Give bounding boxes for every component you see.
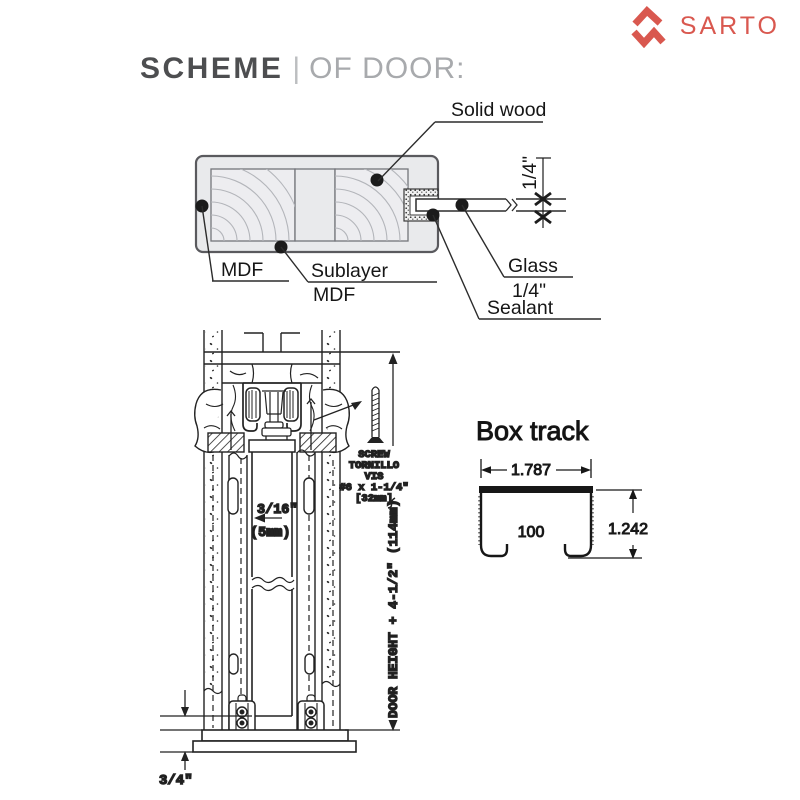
hatch-block-left [207,432,245,453]
hatch-block-right [299,432,337,453]
right-stud-fill [323,331,339,681]
box-track-profile-label: 100 [518,524,545,541]
mdf-core-left [210,168,296,242]
box-track-title: Box track [476,416,589,446]
jamb-slot [227,477,239,515]
callout-leaders [201,121,601,320]
base-plate-bottom [192,740,357,753]
door-break-lines [251,576,295,592]
jamb-slot [228,653,239,675]
box-track-width-label: 1.787 [511,462,551,479]
blocking-screw-left [226,409,236,450]
door-top-rail [248,439,296,453]
screw-label-2: TORNILLO [349,460,399,472]
stud-lines [203,330,341,737]
bottom-dim-label: 3/4" [159,773,193,789]
glass-thickness-dim [534,157,552,228]
door-height-dim [345,353,400,731]
jamb-boards [228,452,316,730]
label-sublayer: Sublayer [311,260,388,282]
jamb-slot [304,653,315,675]
base-plate-top [201,729,349,742]
gap-dim [254,513,282,523]
box-track-profile [478,486,594,558]
title-of-door: OF DOOR: [309,52,466,85]
gap-dim-mm-label: (5mm) [250,526,291,541]
roller-trolley [245,387,299,442]
track-mechanism: 3/4" DOOR HEIGHT + 4-1/2" (114mm) SCREW … [158,330,409,790]
box-track-height-label: 1.242 [608,521,648,538]
screw-label-3: VIS [365,471,384,483]
label-glass: Glass [508,255,558,277]
track-left-wall [242,383,258,432]
gap-dim-label: 3/16" [257,503,298,518]
glass-thickness-label: 1/4" [519,156,541,190]
jamb-slot [303,477,315,515]
door-height-label: DOOR HEIGHT + 4-1/2" (114mm) [386,500,401,718]
blocking-screw-right [306,397,316,450]
box-track-width-dim [480,459,592,478]
floor-guide-right [297,694,325,735]
brand-logo: SARTO [628,4,780,48]
glass-break-symbol [505,198,518,212]
brand-name: SARTO [679,11,780,40]
title-separator: | [292,52,301,85]
screw-label-1: SCREW [358,449,390,461]
box-track-detail: Box track 1.787 100 [476,416,649,559]
label-solid-wood: Solid wood [451,99,546,121]
label-glass-size: 1/4" [512,280,546,302]
sublayer-block [294,168,336,242]
bottom-dim [160,690,252,770]
door-cross-section: 1/4" Solid wood MDF Sublayer MDF Glass 1… [194,99,601,320]
label-mdf: MDF [221,259,263,281]
title-scheme: SCHEME [140,52,284,85]
box-track-height-dim [568,489,642,559]
page-title: SCHEME | OF DOOR: [140,52,466,86]
screw-label-4: #6 x 1-1/4" [339,482,408,494]
label-sublayer-mdf: MDF [313,284,355,306]
hidden-lines [212,455,334,728]
floor-guide-left [228,694,256,735]
screw-label-5: [32mm] [355,493,393,505]
sarto-logo-icon [631,6,666,48]
screw-detail [367,386,384,443]
label-sealant: Sealant [487,297,554,319]
